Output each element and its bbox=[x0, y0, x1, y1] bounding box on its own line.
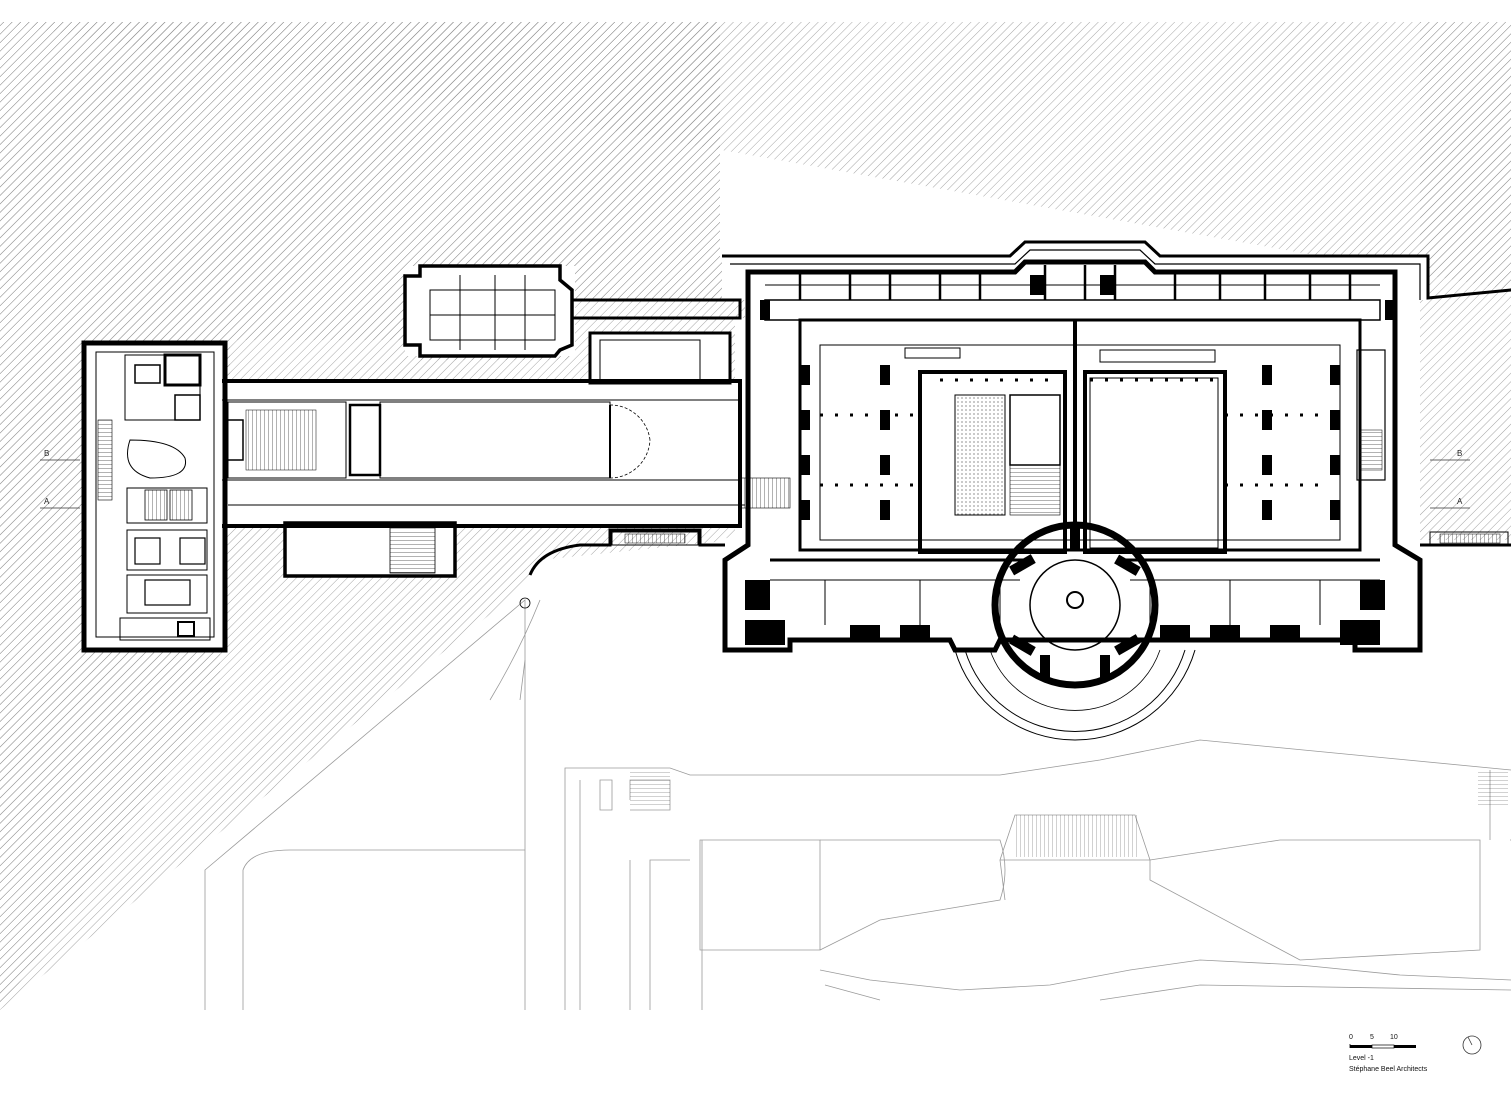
scale-tick-5: 5 bbox=[1370, 1034, 1374, 1041]
section-a-right-label: A bbox=[1457, 497, 1463, 506]
section-a-left-label: A bbox=[44, 497, 50, 506]
scale-tick-10: 10 bbox=[1390, 1034, 1398, 1041]
connecting-gallery bbox=[222, 331, 791, 578]
landscape-steps bbox=[630, 770, 1508, 857]
section-b-left-label: B bbox=[44, 449, 49, 458]
north-pavilion bbox=[403, 264, 742, 358]
north-arrow-icon bbox=[1462, 1035, 1482, 1055]
scale-bar bbox=[1349, 1044, 1416, 1049]
section-b-right-label: B bbox=[1457, 449, 1462, 458]
level-label: Level -1 bbox=[1349, 1055, 1374, 1062]
scale-tick-0: 0 bbox=[1349, 1034, 1353, 1041]
main-palace bbox=[519, 240, 1511, 741]
architect-credit: Stéphane Beel Architects bbox=[1349, 1066, 1428, 1073]
section-marker-left: B A bbox=[40, 449, 80, 509]
drawing-legend: 0 5 10 Level -1 Stéphane Beel Architects bbox=[1349, 1031, 1499, 1081]
section-marker-right: B A bbox=[1430, 449, 1470, 509]
west-wing bbox=[81, 340, 228, 653]
